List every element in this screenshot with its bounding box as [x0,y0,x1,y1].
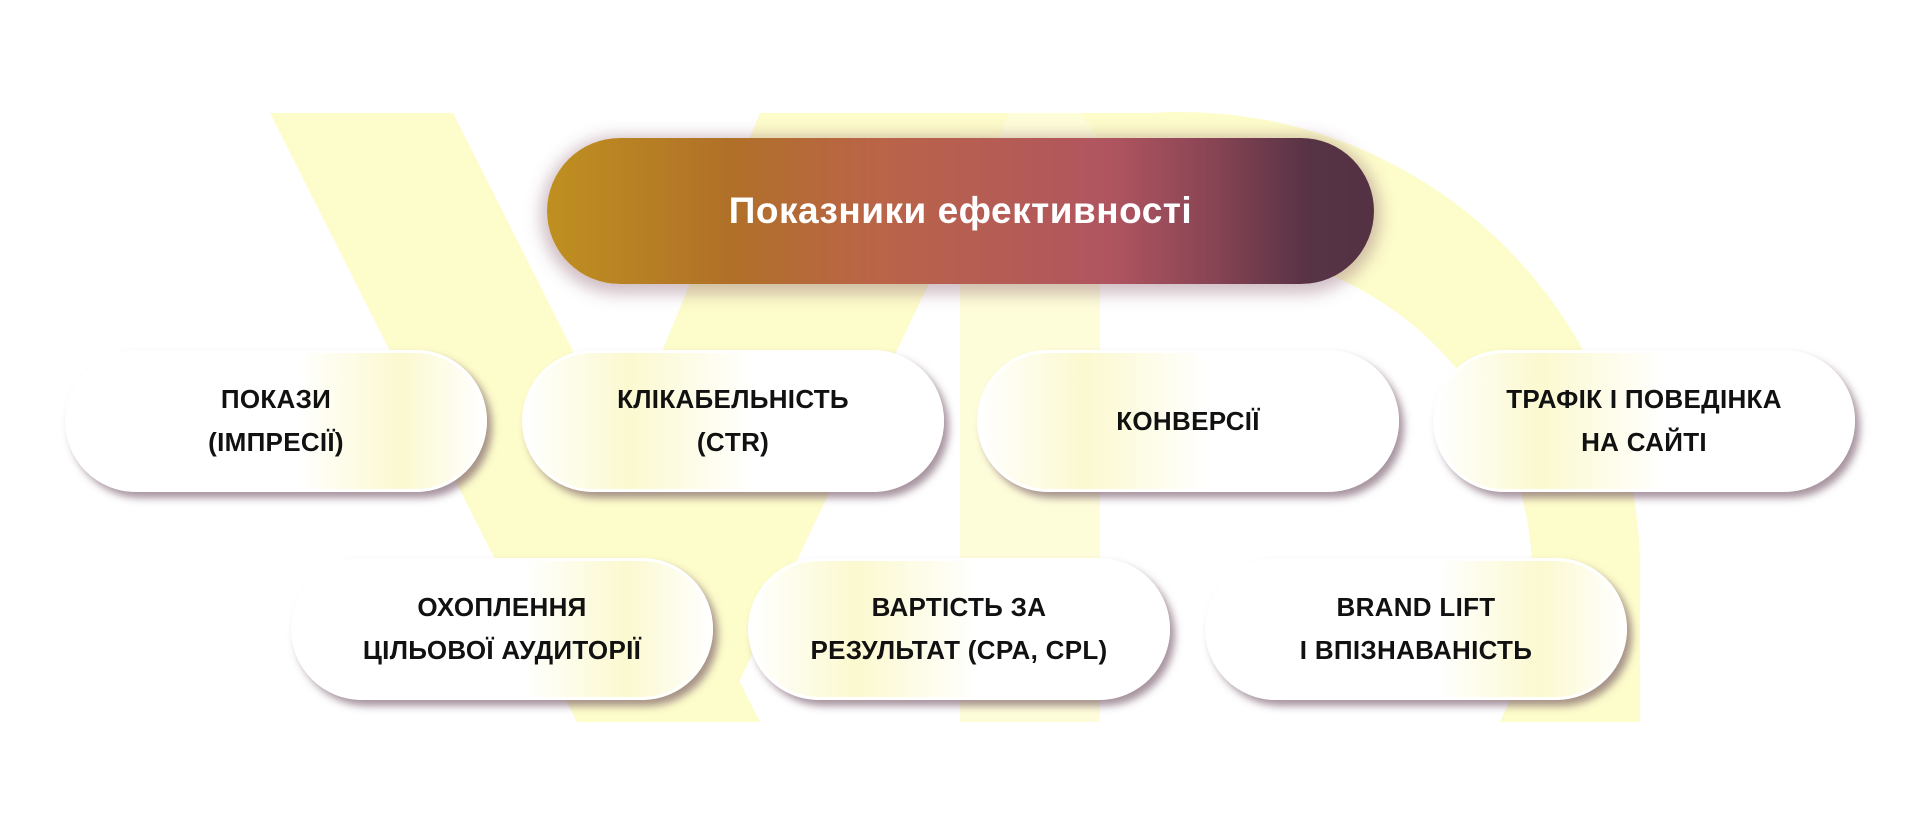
metric-traffic: ТРАФІК І ПОВЕДІНКА НА САЙТІ [1433,350,1855,492]
metric-label: BRAND LIFT І ВПІЗНАВАНІСТЬ [1299,592,1533,665]
metric-ctr: КЛІКАБЕЛЬНІСТЬ (CTR) [522,350,944,492]
metric-label: КОНВЕРСІЇ [1116,405,1260,436]
metric-label: ОХОПЛЕННЯ ЦІЛЬОВОЇ АУДИТОРІЇ [362,592,642,665]
metric-label: ВАРТІСТЬ ЗА РЕЗУЛЬТАТ (CPA, CPL) [810,592,1108,665]
metric-impressions: ПОКАЗИ (ІМПРЕСІЇ) [65,350,487,492]
metric-label: ПОКАЗИ (ІМПРЕСІЇ) [208,384,344,457]
metric-label: КЛІКАБЕЛЬНІСТЬ (CTR) [617,384,849,457]
title-banner: Показники ефективності [547,138,1374,284]
metric-brand-lift: BRAND LIFT І ВПІЗНАВАНІСТЬ [1205,558,1627,700]
metric-label: ТРАФІК І ПОВЕДІНКА НА САЙТІ [1506,384,1782,457]
diagram-title: Показники ефективності [728,190,1193,231]
metric-cost-per-result: ВАРТІСТЬ ЗА РЕЗУЛЬТАТ (CPA, CPL) [748,558,1170,700]
metric-reach: ОХОПЛЕННЯ ЦІЛЬОВОЇ АУДИТОРІЇ [291,558,713,700]
metric-conversions: КОНВЕРСІЇ [977,350,1399,492]
watermark-arc [1080,112,1641,722]
